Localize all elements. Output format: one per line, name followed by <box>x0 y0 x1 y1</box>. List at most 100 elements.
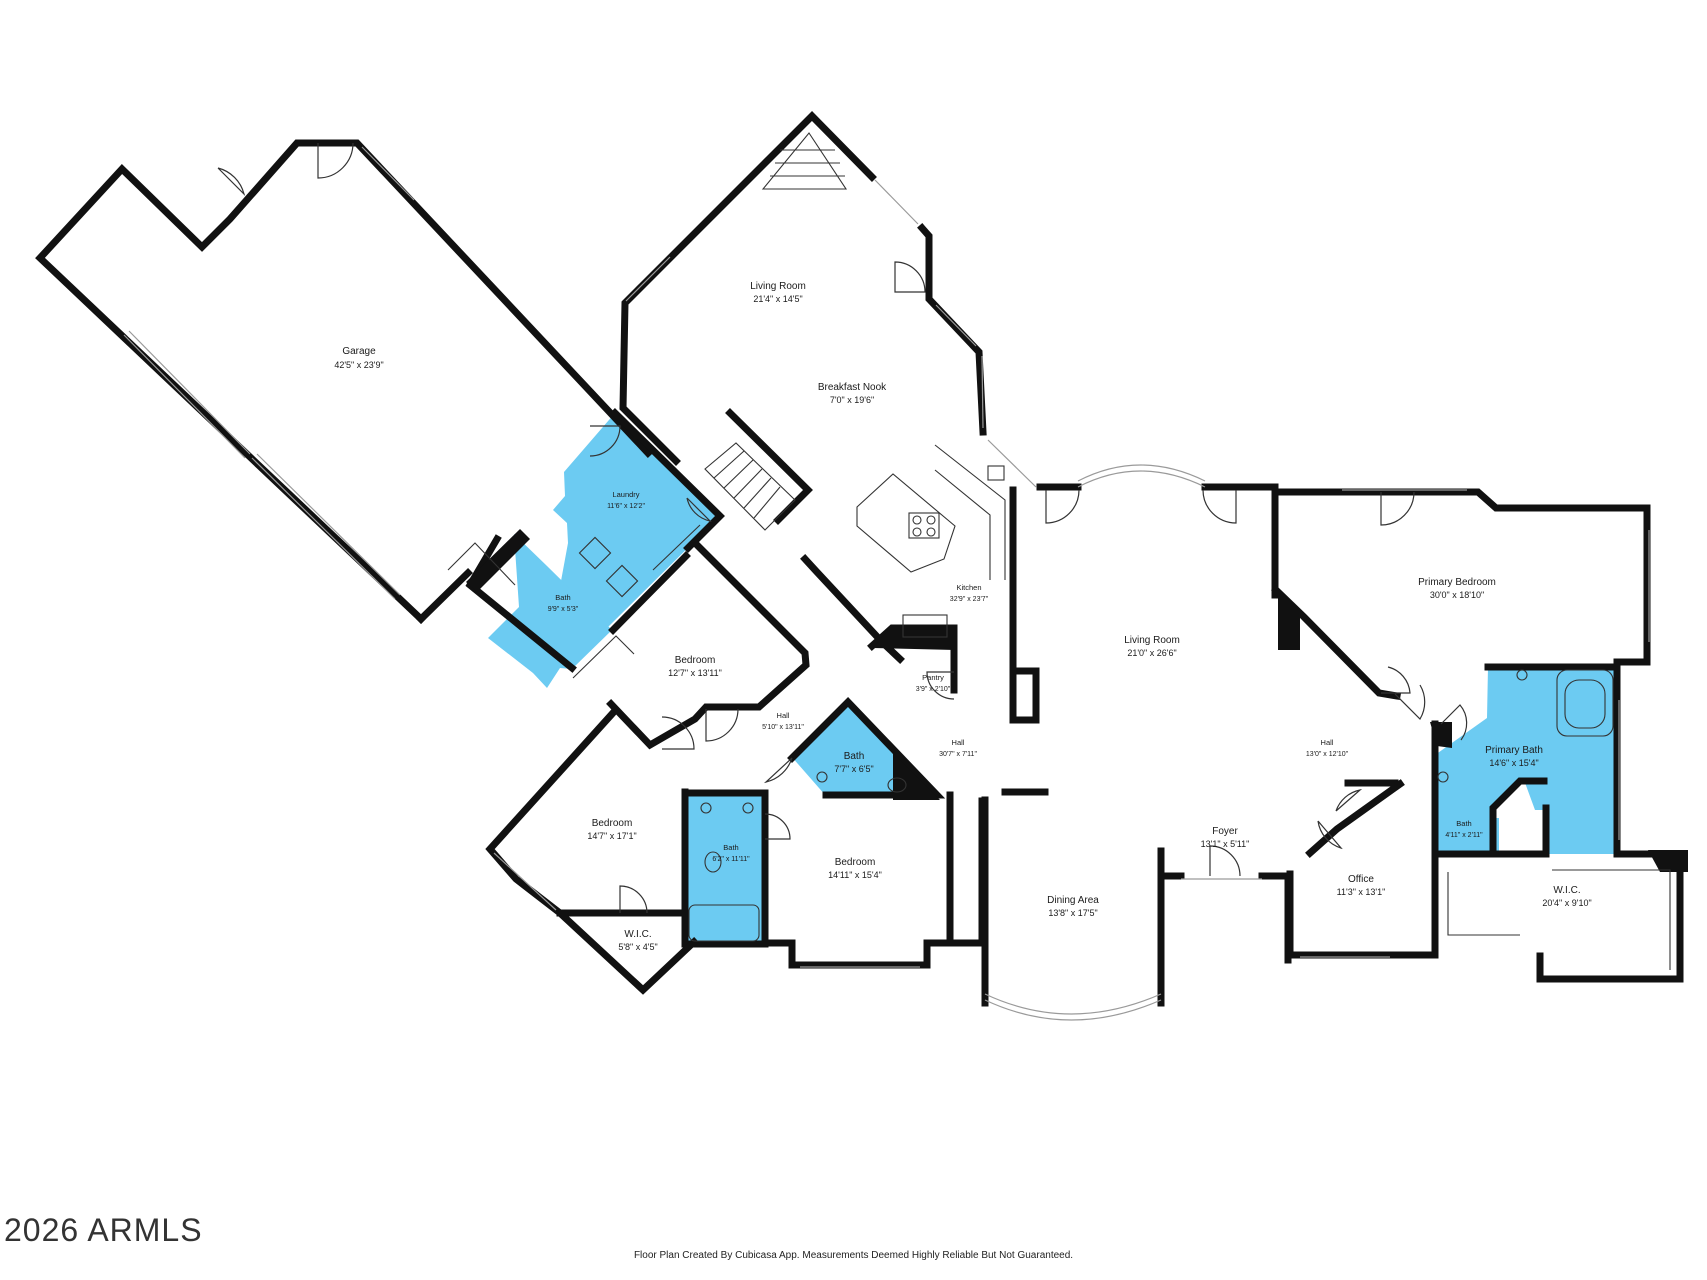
bath-center-door <box>763 757 793 784</box>
burner-4 <box>926 527 936 537</box>
hall-center-name: Hall <box>952 738 965 747</box>
garage-window-2 <box>251 457 396 600</box>
fireplace-hearth <box>761 132 848 190</box>
windows <box>123 146 1650 1021</box>
primary-bath-alcove <box>1489 777 1548 858</box>
cooktop <box>908 512 940 539</box>
kitchen-sink <box>987 465 1005 481</box>
hall-left-dims: 5'10" x 13'11" <box>762 724 804 731</box>
primary-bath-sink-1 <box>1437 771 1449 783</box>
bath-left-fill <box>687 794 765 944</box>
living-room-main-dims: 21'0" x 26'6" <box>1127 648 1176 658</box>
kitchen-counter <box>934 444 1006 580</box>
primary-bedroom-name: Primary Bedroom <box>1418 577 1496 588</box>
room-labels: Garage 42'5" x 23'9" Living Room 21'4" x… <box>334 281 1591 952</box>
solid-wall-pieces <box>466 529 1688 872</box>
dining-bay-window-2 <box>984 993 1162 1015</box>
primary-bath-tub <box>1556 669 1614 737</box>
wet-room-fills <box>488 413 1617 944</box>
copyright-notice: 2026 ARMLS <box>4 1212 203 1248</box>
laundry-bath-divider <box>608 551 691 635</box>
primary-bath-dims: 14'6" x 15'4" <box>1489 758 1538 768</box>
garage-bench <box>447 542 516 586</box>
bedroom-left-dims: 14'7" x 17'1" <box>587 831 636 841</box>
hall-right-name: Hall <box>1321 738 1334 747</box>
kitchen-window <box>987 439 1037 488</box>
hall-center-dims: 30'7" x 7'11" <box>939 751 977 758</box>
solid-piece-center-bath <box>893 753 940 800</box>
primary-bed-closet-door <box>1394 684 1426 720</box>
office-door <box>1317 820 1343 850</box>
garage-name: Garage <box>342 346 376 357</box>
bedroom-lower-east <box>946 797 986 947</box>
primary-bed-door <box>1380 491 1415 526</box>
kitchen-name: Kitchen <box>956 583 981 592</box>
stair-step-2 <box>723 459 754 489</box>
bedroom-lower-walls <box>761 790 954 969</box>
solid-piece-wic <box>1648 850 1688 872</box>
primary-bedroom-walls <box>1271 488 1651 666</box>
garage-window-1b <box>128 330 251 455</box>
stairs-nook <box>704 442 796 531</box>
kitchen-left-wall <box>800 554 905 664</box>
bedroom-center-walls <box>606 540 810 750</box>
bedroom-lower-dims: 14'11" x 15'4" <box>828 870 882 880</box>
primary-bath-fill <box>1435 667 1617 854</box>
dining-bay-window <box>984 999 1162 1021</box>
nook-door <box>894 261 926 293</box>
garage-walls <box>35 139 653 624</box>
bath-left-sink-1 <box>700 802 712 814</box>
primary-bath-name: Primary Bath <box>1485 745 1543 756</box>
bath-center-dims: 7'7" x 6'5" <box>834 764 873 774</box>
bedroom-lower-name: Bedroom <box>835 857 876 868</box>
nook-window-4 <box>981 355 984 429</box>
solid-piece-pantry <box>872 630 955 650</box>
nook-window-2 <box>874 179 919 225</box>
disclaimer: Floor Plan Created By Cubicasa App. Meas… <box>633 1250 1074 1261</box>
primary-bath-inner-wall <box>1431 804 1550 858</box>
center-bed-closet <box>652 524 701 571</box>
bath-left-toilet <box>704 851 722 873</box>
primary-bedroom-dims: 30'0" x 18'10" <box>1430 590 1484 600</box>
bath-center-walls <box>787 696 946 799</box>
foyer-front-right <box>1258 872 1292 964</box>
primary-bath-west-wall <box>1395 720 1439 959</box>
breakfast-nook-dims: 7'0" x 19'6" <box>830 395 874 405</box>
washer <box>578 536 612 570</box>
foyer-dims: 13'1" x 5'11" <box>1201 839 1250 849</box>
bath-upper-left-dims: 9'9" x 5'3" <box>548 606 579 613</box>
dryer <box>605 564 639 598</box>
bath-small-fill <box>1435 818 1499 856</box>
stair-step-3 <box>733 468 763 499</box>
walls <box>35 111 1684 1007</box>
bath-left-tub <box>688 904 760 942</box>
primary-bath-tub-inner <box>1564 679 1606 729</box>
bath-center-sink <box>816 771 828 783</box>
office-walls <box>1286 870 1403 959</box>
foyer-name: Foyer <box>1212 826 1238 837</box>
bedroom-left-walls <box>485 709 699 995</box>
living-main-door-left <box>1045 489 1080 524</box>
living-room-bay-window <box>1077 470 1206 488</box>
doors <box>217 142 1468 914</box>
living-room-upper-name: Living Room <box>750 281 806 292</box>
garage-top-window <box>361 146 415 201</box>
bath-left-sink-2 <box>742 802 754 814</box>
wic-right-shelves <box>1447 872 1520 936</box>
nook-stair-wall <box>725 408 813 525</box>
kitchen-dims: 32'9" x 23'7" <box>950 596 989 603</box>
hall-right-door <box>1335 788 1363 812</box>
bedroom-center-name: Bedroom <box>675 655 716 666</box>
stair-step-5 <box>753 486 781 519</box>
living-room-main-name: Living Room <box>1124 635 1180 646</box>
primary-bath-door-2 <box>1440 704 1468 741</box>
laundry-fill <box>553 413 720 627</box>
bath-small-name: Bath <box>1456 819 1471 828</box>
pantry-walls <box>867 624 958 694</box>
wic-right-dims: 20'4" x 9'10" <box>1542 898 1591 908</box>
bath-upper-left-fill <box>488 534 612 688</box>
bath-small-dims: 4'11" x 2'11" <box>1445 832 1483 839</box>
burner-1 <box>912 515 922 525</box>
laundry-door-2 <box>686 497 712 523</box>
